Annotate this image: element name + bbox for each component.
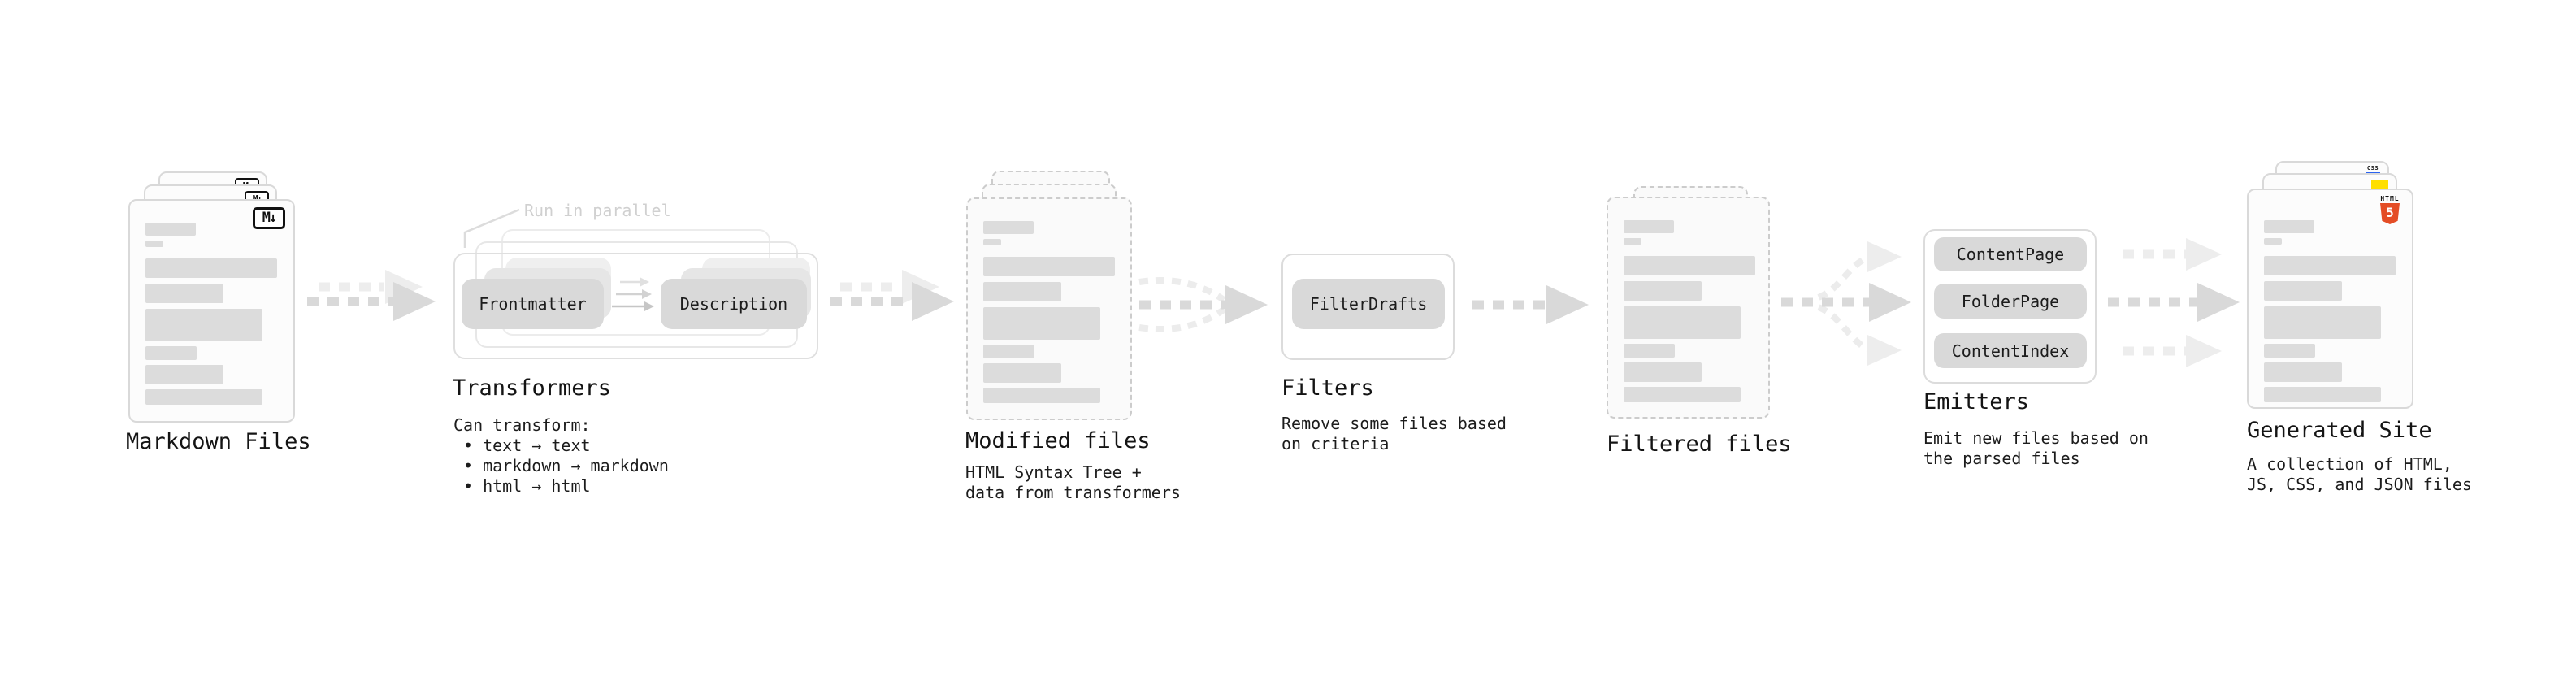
skeleton-bar — [2264, 238, 2282, 245]
filters-desc-line-1: Remove some files based — [1281, 414, 1507, 433]
folderpage-pill: FolderPage — [1934, 284, 2087, 319]
skeleton-bar — [1624, 220, 1674, 233]
skeleton-text-lines — [983, 221, 1115, 403]
skeleton-bar — [1624, 256, 1755, 275]
stage-title-transformers: Transformers — [453, 375, 612, 401]
skeleton-bar — [2264, 306, 2381, 339]
contentpage-pill: ContentPage — [1934, 237, 2087, 271]
filtered-file-card-front — [1607, 197, 1770, 419]
skeleton-bar — [1624, 362, 1702, 382]
filters-desc-line-2: on criteria — [1281, 434, 1390, 453]
skeleton-bar — [1624, 344, 1675, 358]
skeleton-text-lines — [145, 223, 278, 405]
javascript-file-icon — [2371, 180, 2388, 189]
skeleton-bar — [983, 363, 1061, 383]
skeleton-bar — [2264, 387, 2381, 402]
skeleton-bar — [145, 223, 196, 236]
generated-html-file-card: HTML 5 — [2247, 189, 2413, 409]
skeleton-bar — [145, 258, 277, 278]
emitters-desc-line-1: Emit new files based on — [1923, 428, 2149, 448]
skeleton-bar — [1624, 387, 1741, 402]
stage-title-filters: Filters — [1281, 375, 1374, 401]
generated-site-desc-line-1: A collection of HTML, — [2247, 454, 2452, 474]
skeleton-bar — [145, 346, 197, 360]
description-pill: Description — [661, 279, 807, 329]
skeleton-bar — [2264, 362, 2342, 382]
skeleton-bar — [1624, 281, 1702, 301]
transformers-bullet-1: • text → text — [463, 436, 591, 455]
html5-icon: HTML 5 — [2379, 195, 2401, 224]
skeleton-text-lines — [1624, 220, 1755, 402]
stage-title-emitters: Emitters — [1923, 389, 2030, 414]
skeleton-bar — [2264, 344, 2315, 358]
stage-title-modified-files: Modified files — [965, 428, 1151, 453]
markdown-file-card-front: M↓ — [128, 199, 295, 423]
modified-files-desc-line-2: data from transformers — [965, 483, 1181, 502]
skeleton-bar — [983, 388, 1100, 403]
modified-files-desc-line-1: HTML Syntax Tree + — [965, 462, 1142, 482]
stage-title-generated-site: Generated Site — [2247, 418, 2432, 443]
stage-title-filtered-files: Filtered files — [1607, 432, 1792, 457]
skeleton-bar — [145, 284, 223, 303]
skeleton-bar — [2264, 281, 2342, 301]
skeleton-bar — [983, 221, 1034, 234]
generated-site-desc-line-2: JS, CSS, and JSON files — [2247, 475, 2472, 494]
skeleton-bar — [983, 307, 1100, 340]
modified-file-card-front — [966, 197, 1132, 420]
skeleton-bar — [2264, 220, 2314, 233]
skeleton-bar — [983, 282, 1061, 301]
run-in-parallel-annotation: Run in parallel — [524, 201, 671, 220]
skeleton-bar — [145, 365, 223, 384]
transformers-bullet-2: • markdown → markdown — [463, 456, 669, 475]
transformers-bullet-3: • html → html — [463, 476, 591, 496]
markdown-icon: M↓ — [253, 207, 285, 229]
skeleton-bar — [145, 241, 163, 247]
stage-title-markdown-files: Markdown Files — [126, 429, 311, 454]
skeleton-bar — [2264, 256, 2396, 275]
emitters-desc-line-2: the parsed files — [1923, 449, 2080, 468]
filterdrafts-pill: FilterDrafts — [1292, 279, 1445, 329]
skeleton-bar — [1624, 306, 1741, 339]
skeleton-bar — [983, 345, 1034, 358]
transformers-desc-heading: Can transform: — [453, 415, 591, 435]
transformer-run-box-front — [453, 253, 818, 359]
skeleton-bar — [1624, 238, 1641, 245]
skeleton-bar — [145, 389, 262, 405]
skeleton-bar — [145, 309, 262, 341]
contentindex-pill: ContentIndex — [1934, 333, 2087, 368]
skeleton-text-lines — [2264, 220, 2396, 402]
skeleton-bar — [983, 239, 1001, 245]
frontmatter-pill: Frontmatter — [462, 279, 604, 329]
skeleton-bar — [983, 257, 1115, 276]
